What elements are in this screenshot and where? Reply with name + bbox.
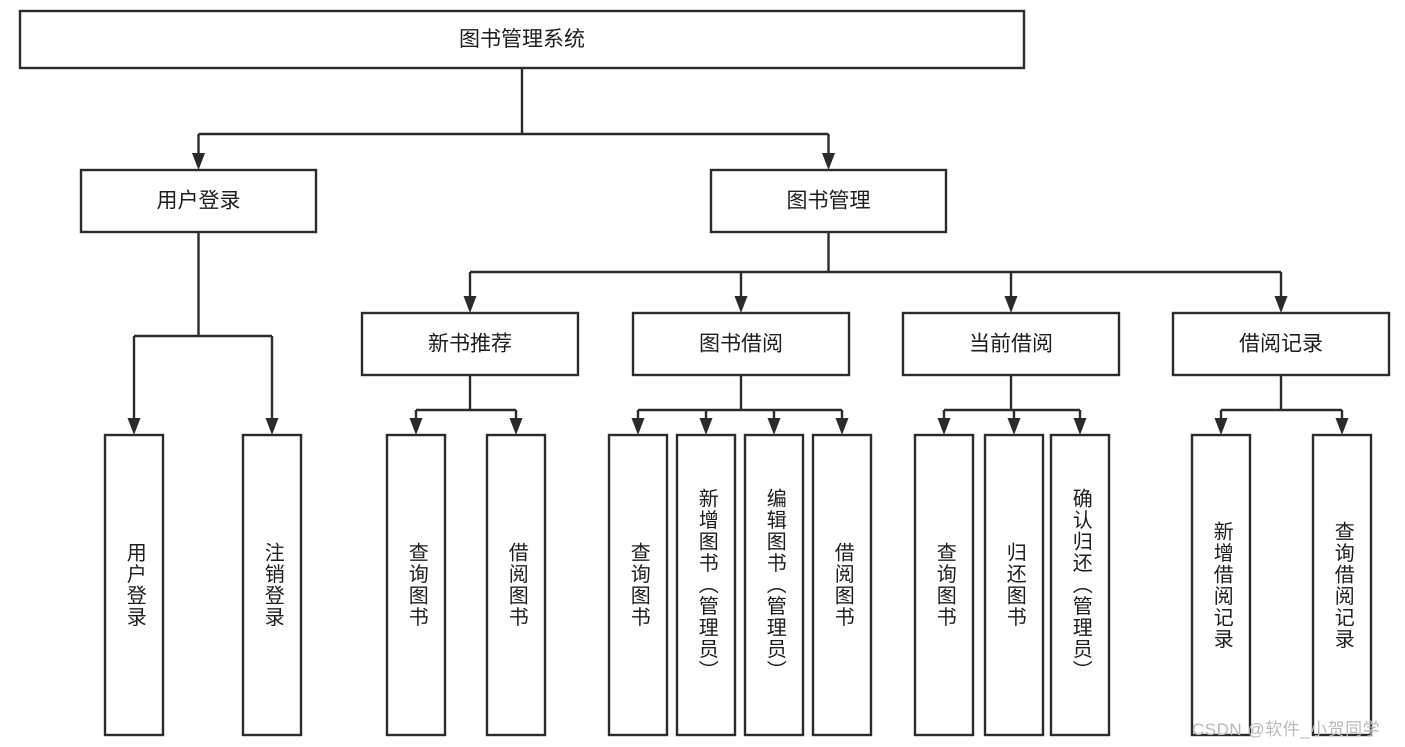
arrow-to-leaf-0: [127, 418, 141, 435]
arrow-to-leaf-7: [835, 418, 849, 435]
leaf-node-rect[interactable]: [1311, 433, 1373, 737]
level3-node-label: 图书借阅: [699, 333, 783, 356]
level3-node-0[interactable]: 新书推荐: [360, 311, 580, 377]
level3-node-rect[interactable]: [360, 311, 580, 377]
level2-node-label: 用户登录: [157, 190, 241, 213]
leaf-node-rect[interactable]: [983, 433, 1045, 737]
arrow-to-leaf-2: [409, 418, 423, 435]
leaf-node-8[interactable]: [913, 433, 975, 737]
level3-node-label: 新书推荐: [428, 333, 512, 356]
level2-node-label: 图书管理: [787, 190, 871, 213]
leaf-node-10[interactable]: [1049, 433, 1111, 737]
arrow-to-leaf-12: [1335, 418, 1349, 435]
root-node-rect[interactable]: [18, 9, 1026, 70]
leaf-node-rect[interactable]: [913, 433, 975, 737]
level3-node-3[interactable]: 借阅记录: [1171, 311, 1391, 377]
leaf-node-9[interactable]: [983, 433, 1045, 737]
leaf-node-3[interactable]: [485, 433, 547, 737]
arrow-to-leaf-8: [937, 418, 951, 435]
leaf-node-rect[interactable]: [1049, 433, 1111, 737]
leaf-node-rect[interactable]: [607, 433, 669, 737]
level3-node-label: 借阅记录: [1239, 333, 1323, 356]
leaf-node-rect[interactable]: [811, 433, 873, 737]
leaf-node-rect[interactable]: [385, 433, 447, 737]
arrow-to-leaf-11: [1214, 418, 1228, 435]
level2-node-1[interactable]: 图书管理: [709, 168, 948, 234]
arrow-to-leaf-5: [699, 418, 713, 435]
arrow-to-level2-0: [192, 153, 205, 170]
arrow-to-level2-1: [822, 153, 835, 170]
leaf-node-1[interactable]: [241, 433, 303, 737]
leaf-node-rect[interactable]: [743, 433, 805, 737]
arrow-to-leaf-3: [509, 418, 523, 435]
level2-node-rect[interactable]: [709, 168, 948, 234]
leaf-node-5[interactable]: [675, 433, 737, 737]
arrow-to-leaf-1: [265, 418, 279, 435]
arrow-to-leaf-4: [631, 418, 645, 435]
arrow-to-leaf-6: [767, 418, 781, 435]
watermark-text: CSDN @软件_小贺同学: [1192, 720, 1381, 739]
leaf-node-11[interactable]: [1190, 433, 1252, 737]
connector-lines: [127, 68, 1349, 435]
leaf-node-rect[interactable]: [103, 433, 165, 737]
arrow-to-level3-2: [1004, 296, 1018, 313]
arrow-to-level3-3: [1274, 296, 1288, 313]
root-node-label: 图书管理系统: [459, 28, 585, 51]
level3-node-rect[interactable]: [901, 311, 1121, 377]
arrow-to-leaf-9: [1007, 418, 1021, 435]
level3-node-1[interactable]: 图书借阅: [631, 311, 851, 377]
leaf-node-rect[interactable]: [675, 433, 737, 737]
leaf-node-2[interactable]: [385, 433, 447, 737]
arrow-to-level3-0: [463, 296, 477, 313]
root-node-0[interactable]: 图书管理系统: [18, 9, 1026, 70]
level3-node-2[interactable]: 当前借阅: [901, 311, 1121, 377]
level3-node-label: 当前借阅: [969, 333, 1053, 356]
leaf-node-7[interactable]: [811, 433, 873, 737]
arrow-to-level3-1: [734, 296, 748, 313]
arrow-to-leaf-10: [1073, 418, 1087, 435]
leaf-node-4[interactable]: [607, 433, 669, 737]
level3-node-rect[interactable]: [1171, 311, 1391, 377]
leaf-node-12[interactable]: [1311, 433, 1373, 737]
level2-node-rect[interactable]: [79, 168, 318, 234]
level2-node-0[interactable]: 用户登录: [79, 168, 318, 234]
leaf-node-0[interactable]: [103, 433, 165, 737]
leaf-node-rect[interactable]: [1190, 433, 1252, 737]
leaf-node-rect[interactable]: [241, 433, 303, 737]
leaf-node-6[interactable]: [743, 433, 805, 737]
leaf-node-rect[interactable]: [485, 433, 547, 737]
level3-node-rect[interactable]: [631, 311, 851, 377]
